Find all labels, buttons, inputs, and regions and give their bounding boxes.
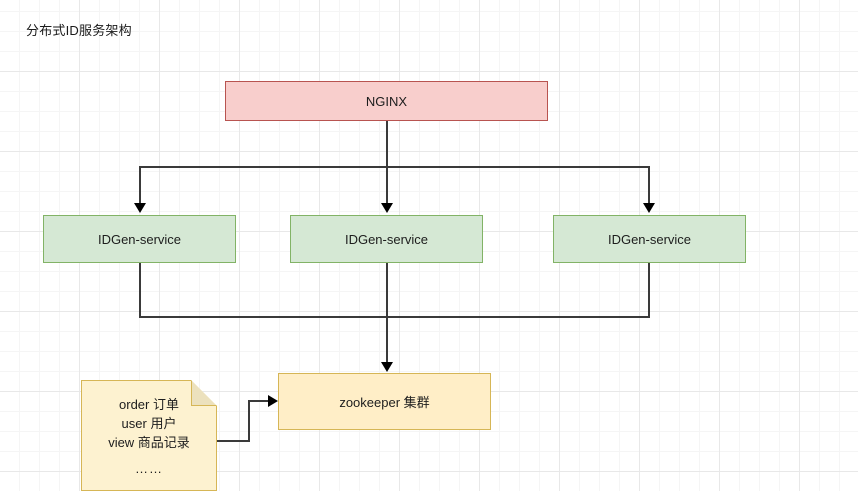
arrowhead-nginx-to-idgen-3-icon [643,203,655,213]
arrowhead-nginx-to-idgen-2-icon [381,203,393,213]
arrowhead-nginx-to-idgen-1-icon [134,203,146,213]
node-zookeeper-cluster[interactable]: zookeeper 集群 [278,373,491,430]
edge-note-segment-h2 [248,400,274,402]
edge-nginx-to-idgen-3 [648,166,650,206]
node-nginx-label: NGINX [365,93,408,109]
arrowhead-note-to-zookeeper-icon [268,395,278,407]
node-business-note[interactable]: order 订单 user 用户 view 商品记录 …… [81,380,217,491]
node-idgen-service-3[interactable]: IDGen-service [553,215,746,263]
edge-nginx-to-idgen-2 [386,166,388,206]
note-line-ellipsis: …… [135,460,163,476]
note-text-block: order 订单 user 用户 view 商品记录 …… [81,380,217,491]
edge-idgen-1-to-bus [139,263,141,318]
node-nginx[interactable]: NGINX [225,81,548,121]
edge-idgen-to-zookeeper [386,263,388,364]
page-title: 分布式ID服务架构 [26,23,132,38]
edge-nginx-to-idgen-1 [139,166,141,206]
edge-nginx-bus [139,166,648,168]
edge-idgen-3-to-bus [648,263,650,318]
edge-note-segment-h1 [217,440,250,442]
node-idgen-service-3-label: IDGen-service [607,231,692,247]
edge-note-segment-v [248,401,250,442]
note-line-user: user 用户 [121,416,177,432]
node-idgen-service-1-label: IDGen-service [97,231,182,247]
node-idgen-service-2-label: IDGen-service [344,231,429,247]
note-line-view: view 商品记录 [108,435,190,450]
node-idgen-service-1[interactable]: IDGen-service [43,215,236,263]
edge-idgen-bus [139,316,650,318]
edge-nginx-trunk [386,121,388,167]
node-zookeeper-cluster-label: zookeeper 集群 [339,395,430,410]
arrowhead-idgen-to-zookeeper-icon [381,362,393,372]
note-line-order: order 订单 [119,397,179,413]
node-idgen-service-2[interactable]: IDGen-service [290,215,483,263]
